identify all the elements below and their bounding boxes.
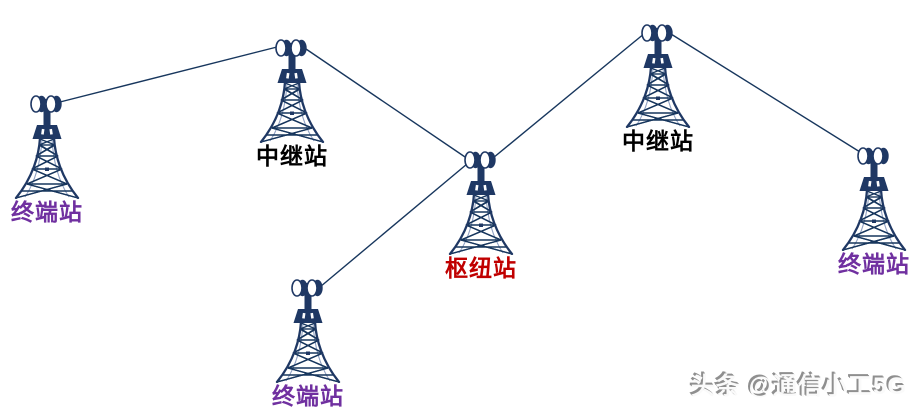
station-terminal-a: 终端站 [0, 95, 97, 227]
station-relay-2: 中继站 [608, 24, 708, 156]
microwave-tower-icon [258, 279, 358, 383]
microwave-tower-icon [608, 24, 708, 128]
station-terminal-b: 终端站 [258, 279, 358, 409]
link-line-relay-2-terminal-c [670, 33, 861, 153]
link-line-terminal-a-relay-1 [59, 46, 278, 103]
station-relay-1: 中继站 [242, 39, 342, 171]
station-label: 中继站 [622, 128, 694, 154]
microwave-tower-icon [0, 95, 97, 199]
station-label: 枢纽站 [445, 255, 517, 281]
microwave-tower-icon [824, 147, 923, 251]
microwave-tower-icon [431, 151, 531, 255]
microwave-tower-icon [242, 39, 342, 143]
link-line-hub-relay-2 [492, 32, 646, 159]
station-label: 终端站 [838, 251, 910, 277]
station-terminal-c: 终端站 [824, 147, 923, 279]
watermark-text: 头条 @通信小工5G [690, 373, 907, 400]
station-label: 终端站 [11, 199, 83, 225]
station-label: 终端站 [272, 383, 344, 409]
link-line-hub-terminal-b [319, 163, 468, 288]
station-hub: 枢纽站 [431, 151, 531, 283]
link-line-relay-1-hub [305, 48, 469, 160]
station-label: 中继站 [256, 143, 328, 169]
